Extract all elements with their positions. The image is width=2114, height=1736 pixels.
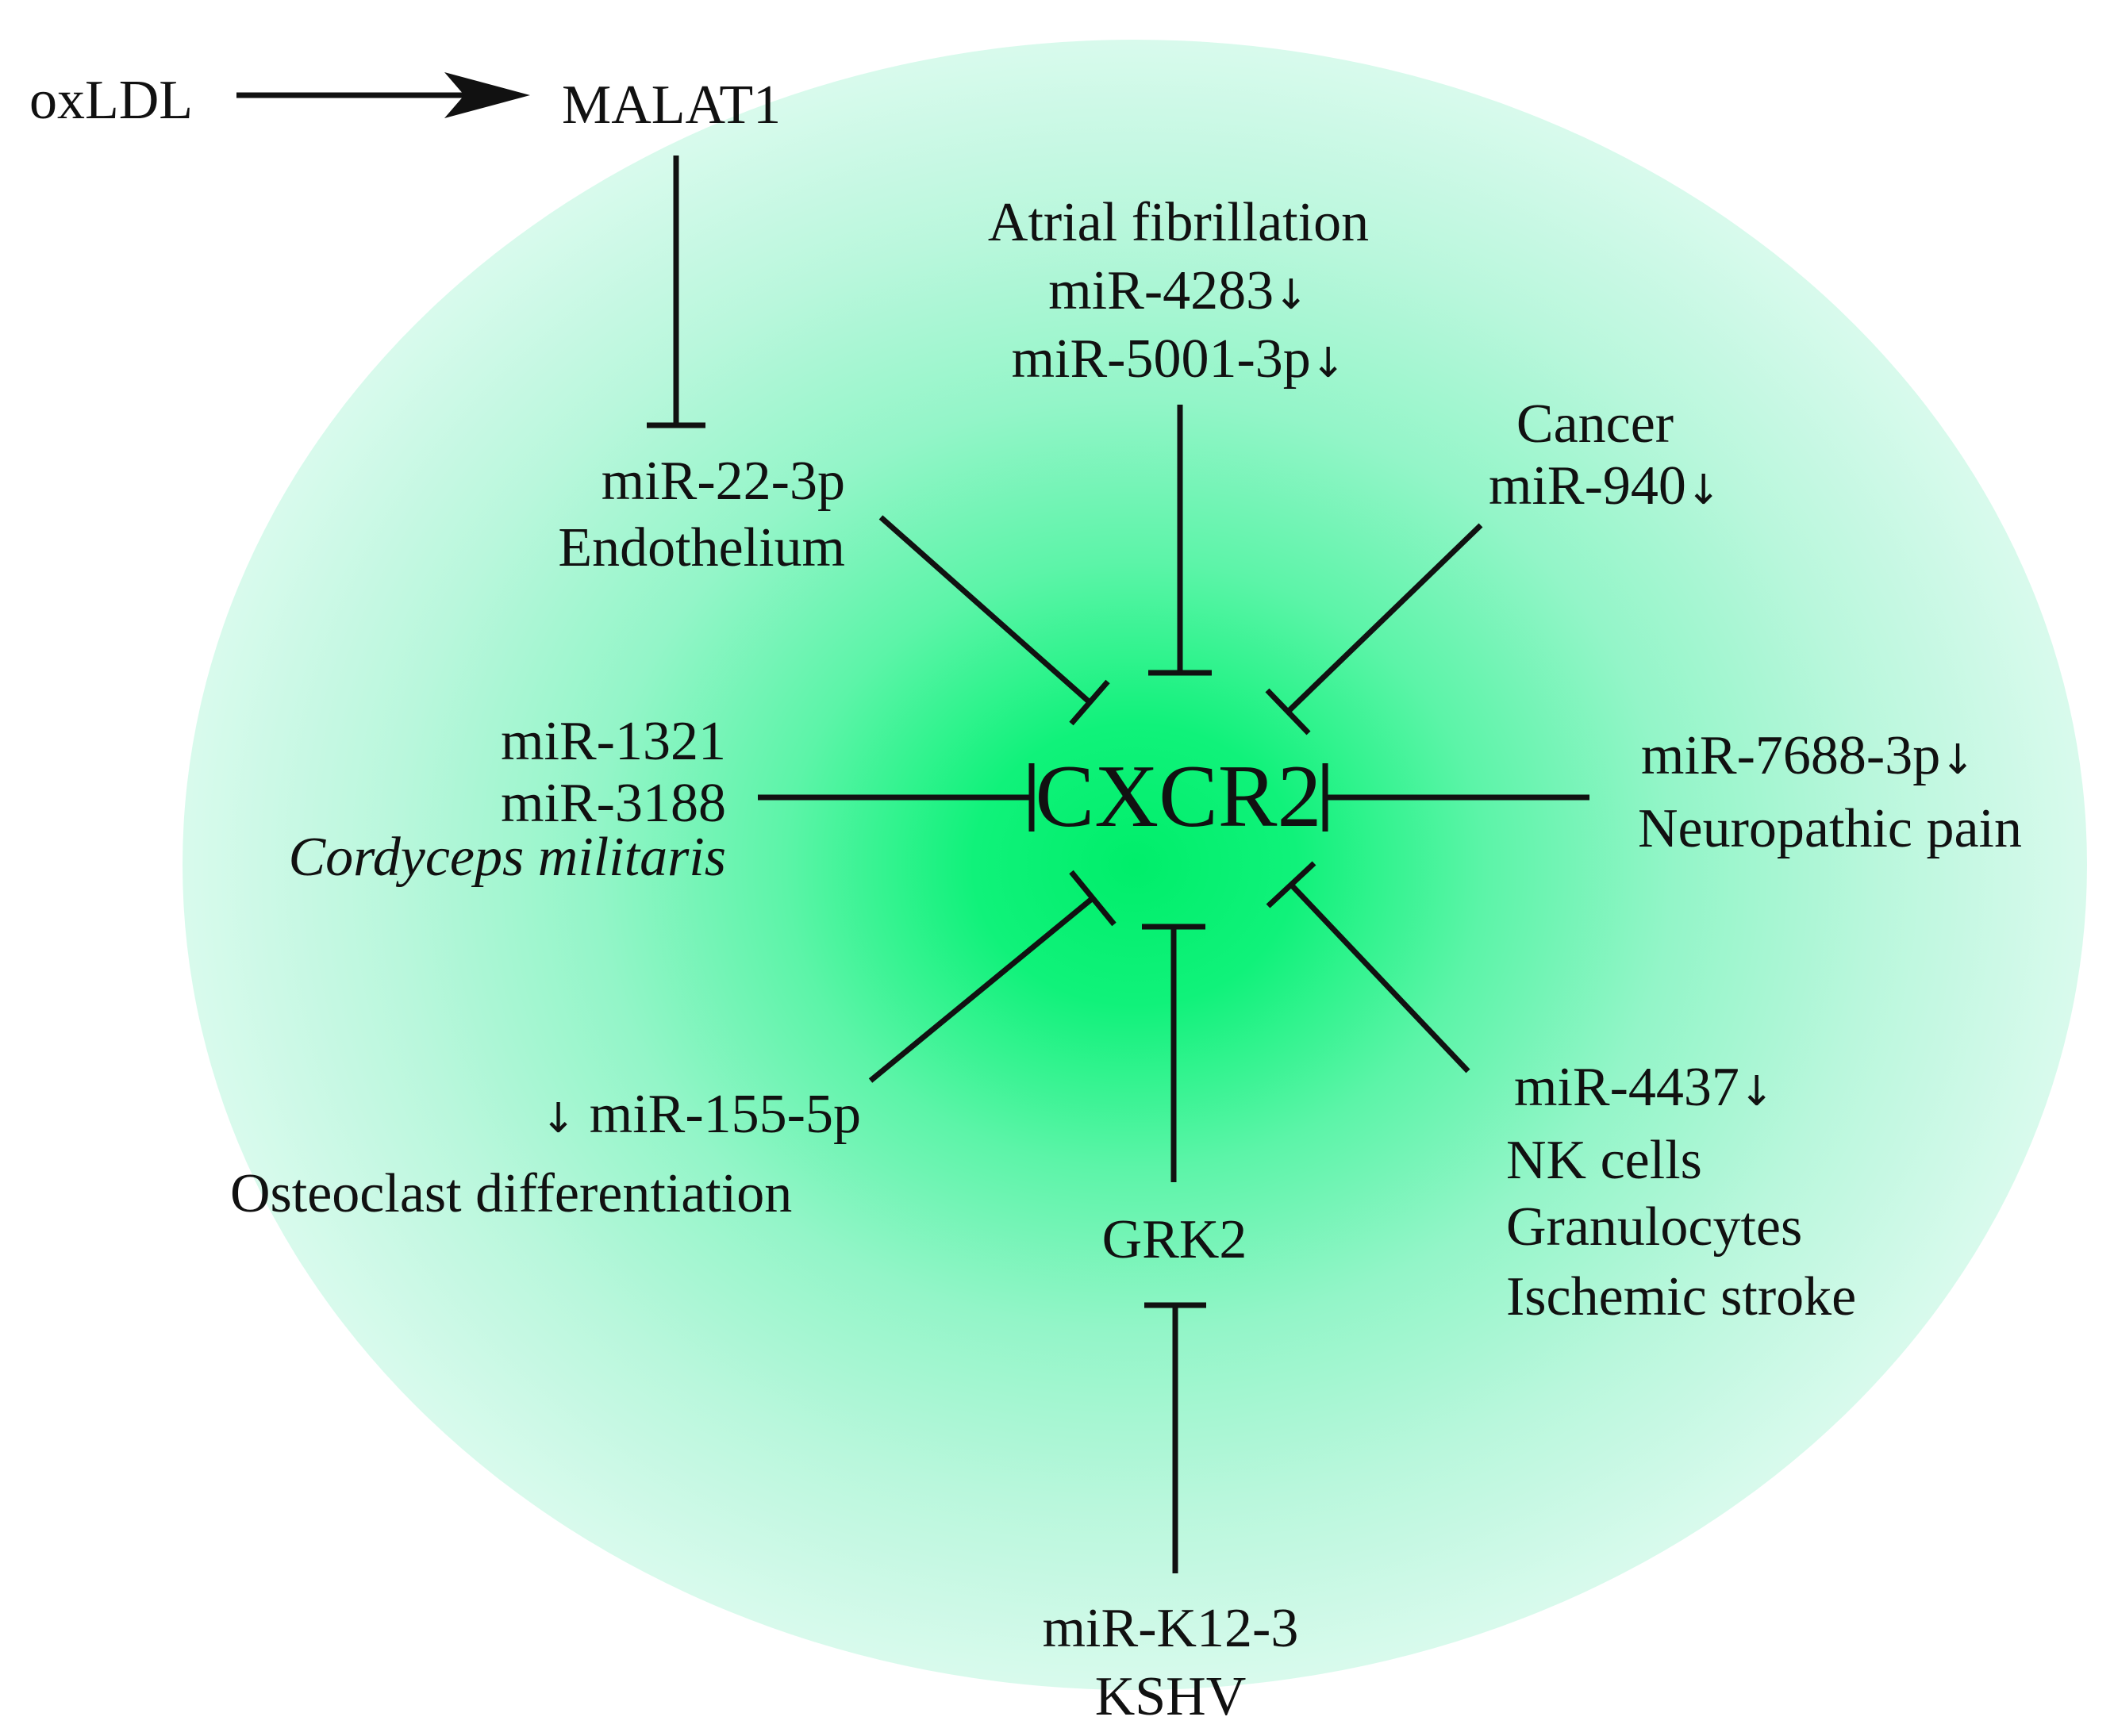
mir3188-label: miR-3188 — [501, 773, 726, 834]
node-mir4437: miR-4437↓ — [1514, 1060, 1774, 1116]
mir1321-label: miR-1321 — [501, 711, 726, 772]
edge-mir940-cxcr2 — [1286, 523, 1483, 714]
node-mir155: ↓ miR-155-5p — [444, 1087, 861, 1143]
tbar-cxcr2-bottomleft — [1069, 870, 1117, 927]
down-arrow-icon: ↓ — [540, 1095, 576, 1143]
cordyceps-label: Cordyceps militaris — [288, 827, 726, 888]
node-mir7688: miR-7688-3p↓ — [1641, 728, 1975, 784]
node-mir3188: miR-3188 — [317, 776, 726, 832]
tbar-cxcr2-bottomright — [1266, 861, 1316, 908]
node-atrial-fibrillation: Atrial fibrillation — [936, 195, 1420, 251]
osteoclast-label: Osteoclast differentiation — [230, 1163, 793, 1224]
mir4437-label: miR-4437 — [1514, 1057, 1739, 1118]
mirk12-label: miR-K12-3 — [1042, 1598, 1299, 1659]
node-neuropathic-pain: Neuropathic pain — [1638, 801, 2022, 857]
mir4283-label: miR-4283 — [1048, 260, 1274, 321]
node-endothelium: Endothelium — [476, 520, 845, 576]
glow-ellipse — [183, 40, 2087, 1690]
tbar-cxcr2-topright — [1265, 688, 1311, 735]
atrial-fibrillation-label: Atrial fibrillation — [987, 192, 1370, 253]
granulocytes-label: Granulocytes — [1506, 1196, 1803, 1258]
kshv-label: KSHV — [1094, 1666, 1247, 1727]
cancer-label: Cancer — [1516, 394, 1674, 455]
node-nk-cells: NK cells — [1506, 1133, 1702, 1189]
down-arrow-icon: ↓ — [1685, 467, 1721, 514]
node-cordyceps: Cordyceps militaris — [190, 830, 726, 885]
node-ischemic-stroke: Ischemic stroke — [1506, 1269, 1856, 1325]
edge-mir155-cxcr2 — [868, 896, 1095, 1083]
down-arrow-icon: ↓ — [1274, 271, 1309, 319]
node-cxcr2-hub: CXCR2 — [1035, 747, 1322, 846]
endothelium-label: Endothelium — [558, 517, 845, 578]
down-arrow-icon: ↓ — [1739, 1068, 1774, 1116]
node-mir5001: miR-5001-3p↓ — [936, 332, 1420, 387]
node-mirk12: miR-K12-3 — [984, 1601, 1357, 1657]
node-mir1321: miR-1321 — [317, 714, 726, 770]
edge-mir22-cxcr2 — [878, 515, 1092, 705]
node-mir940: miR-940↓ — [1489, 459, 1720, 514]
tbar-cxcr2-topleft — [1069, 679, 1110, 726]
node-granulocytes: Granulocytes — [1506, 1200, 1802, 1255]
mir22-label: miR-22-3p — [601, 451, 845, 512]
grk2-label: GRK2 — [1101, 1209, 1247, 1270]
node-osteoclast: Osteoclast differentiation — [230, 1166, 792, 1222]
mir940-label: miR-940 — [1489, 455, 1686, 517]
node-kshv: KSHV — [984, 1669, 1357, 1725]
mir155-label: miR-155-5p — [589, 1084, 861, 1145]
node-grk2: GRK2 — [1055, 1212, 1293, 1268]
edge-mir4437-cxcr2 — [1289, 882, 1470, 1073]
down-arrow-icon: ↓ — [1310, 340, 1346, 387]
node-malat1: MALAT1 — [562, 75, 782, 136]
nk-cells-label: NK cells — [1506, 1130, 1702, 1191]
node-cancer: Cancer — [1468, 397, 1722, 452]
mir5001-label: miR-5001-3p — [1011, 328, 1311, 390]
mir7688-label: miR-7688-3p — [1641, 725, 1941, 786]
node-oxldl: oxLDL — [29, 70, 194, 131]
arrowhead-malat1 — [444, 72, 530, 118]
down-arrow-icon: ↓ — [1940, 736, 1975, 784]
node-mir22: miR-22-3p — [476, 454, 845, 509]
node-mir4283: miR-4283↓ — [936, 263, 1420, 319]
ischemic-stroke-label: Ischemic stroke — [1506, 1266, 1857, 1327]
neuropathic-pain-label: Neuropathic pain — [1638, 798, 2022, 859]
